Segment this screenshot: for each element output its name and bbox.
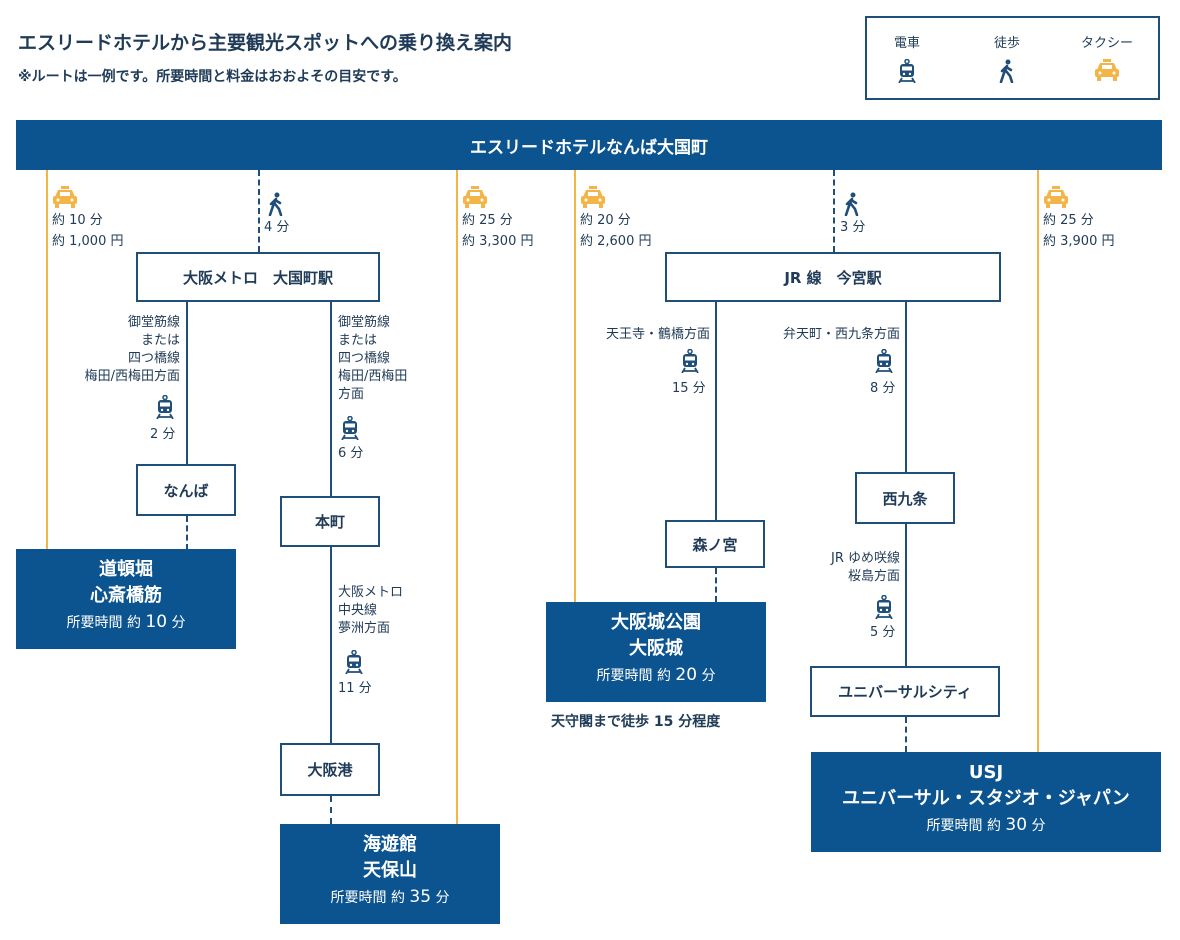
taxi-fare-usj: 約 3,900 円 [1043,234,1115,249]
taxi-fare-osakajo: 約 2,600 円 [580,234,652,249]
walk-icon [999,59,1014,83]
destination-time: 所要時間 約 10 分 [66,612,186,632]
walk-line-daikokucho [258,170,260,252]
taxi-icon [53,186,77,208]
legend-taxi-label: タクシー [1080,36,1133,51]
legend-walk: 徒歩 [967,32,1047,83]
walk-line-osakako [330,796,332,824]
walk-line-imamiya [833,170,835,252]
destination-name: 天保山 [363,860,417,881]
walk-line-namba [186,516,188,550]
osakajo-note: 天守閣まで徒歩 15 分程度 [551,714,721,730]
segment-to-namba-label: 御堂筋線 または 四つ橋線 梅田/西梅田方面 [84,315,180,384]
taxi-time-dotonbori: 約 10 分 [52,213,103,228]
segment-to-osakako-time: 11 分 [338,681,372,696]
destination-usj: USJ ユニバーサル・スタジオ・ジャパン 所要時間 約 30 分 [811,752,1161,852]
train-icon [341,416,359,440]
segment-to-universal-label: JR ゆめ咲線 桜島方面 [831,551,900,584]
taxi-line-dotonbori [46,170,48,550]
segment-to-nishikujo-label: 弁天町・西九条方面 [782,327,900,342]
destination-time: 所要時間 約 20 分 [596,665,716,685]
legend: 電車 徒歩 タクシー [865,16,1160,100]
taxi-fare-dotonbori: 約 1,000 円 [52,234,124,249]
station-namba: なんば [136,464,236,516]
legend-walk-label: 徒歩 [993,36,1020,51]
taxi-time-kaiyukan: 約 25 分 [462,213,513,228]
rail-line-universal [905,524,907,666]
segment-to-namba-time: 2 分 [150,427,176,442]
segment-to-morinomiya-time: 15 分 [672,381,706,396]
station-osakako: 大阪港 [280,743,380,796]
destination-time: 所要時間 約 35 分 [330,887,450,907]
rail-line-honmachi [330,302,332,496]
train-icon [345,650,363,674]
segment-to-osakako-label: 大阪メトロ 中央線 夢洲方面 [338,585,404,636]
legend-train-label: 電車 [893,36,920,51]
rail-line-osakako [330,547,332,743]
destination-name: 大阪城公園 [611,612,701,633]
destination-name: 海遊館 [363,834,417,855]
origin-bar: エスリードホテルなんば大国町 [16,120,1162,170]
taxi-icon [1044,186,1068,208]
walk-icon [268,192,283,216]
legend-taxi: タクシー [1067,32,1147,81]
station-nishikujo: 西九条 [855,472,955,524]
station-universal-city: ユニバーサルシティ [810,666,1000,717]
legend-train: 電車 [867,32,947,83]
taxi-icon [581,186,605,208]
taxi-fare-kaiyukan: 約 3,300 円 [462,234,534,249]
segment-to-honmachi-time: 6 分 [338,446,364,461]
walk-time-daikokucho: 4 分 [264,220,290,235]
rail-line-nishikujo [905,302,907,472]
station-imamiya: JR 線 今宮駅 [665,252,1001,302]
destination-name: 大阪城 [629,638,683,659]
destination-name: USJ [968,762,1004,783]
destination-name: 道頓堀 [99,559,153,580]
destination-time: 所要時間 約 30 分 [926,815,1046,835]
taxi-icon [463,186,487,208]
station-morinomiya: 森ノ宮 [665,520,765,568]
walk-line-universal [905,717,907,752]
taxi-time-osakajo: 約 20 分 [580,213,631,228]
segment-to-universal-time: 5 分 [870,625,896,640]
train-icon [681,349,699,373]
destination-name: 心斎橋筋 [90,585,162,606]
destination-dotonbori: 道頓堀 心斎橋筋 所要時間 約 10 分 [16,549,236,649]
walk-icon [844,192,859,216]
train-icon [875,595,893,619]
destination-kaiyukan: 海遊館 天保山 所要時間 約 35 分 [280,824,500,924]
taxi-icon [1095,59,1119,81]
segment-to-nishikujo-time: 8 分 [870,381,896,396]
walk-line-morinomiya [715,568,717,602]
taxi-line-usj [1037,170,1039,752]
page-subtitle: ※ルートは一例です。所要時間と料金はおおよその目安です。 [18,69,407,85]
station-honmachi: 本町 [280,496,380,547]
destination-name: ユニバーサル・スタジオ・ジャパン [842,788,1130,809]
rail-line-morinomiya [715,302,717,520]
segment-to-honmachi-label: 御堂筋線 または 四つ橋線 梅田/西梅田 方面 [338,315,408,402]
destination-osakajo: 大阪城公園 大阪城 所要時間 約 20 分 [546,602,766,702]
train-icon [898,59,916,83]
train-icon [875,349,893,373]
taxi-time-usj: 約 25 分 [1043,213,1094,228]
train-icon [156,395,174,419]
taxi-line-kaiyukan [456,170,458,824]
page-title: エスリードホテルから主要観光スポットへの乗り換え案内 [18,32,513,54]
taxi-line-osakajo [574,170,576,602]
station-daikokucho: 大阪メトロ 大国町駅 [136,252,380,302]
rail-line-namba [186,302,188,464]
segment-to-morinomiya-label: 天王寺・鶴橋方面 [605,327,710,342]
walk-time-imamiya: 3 分 [840,220,866,235]
